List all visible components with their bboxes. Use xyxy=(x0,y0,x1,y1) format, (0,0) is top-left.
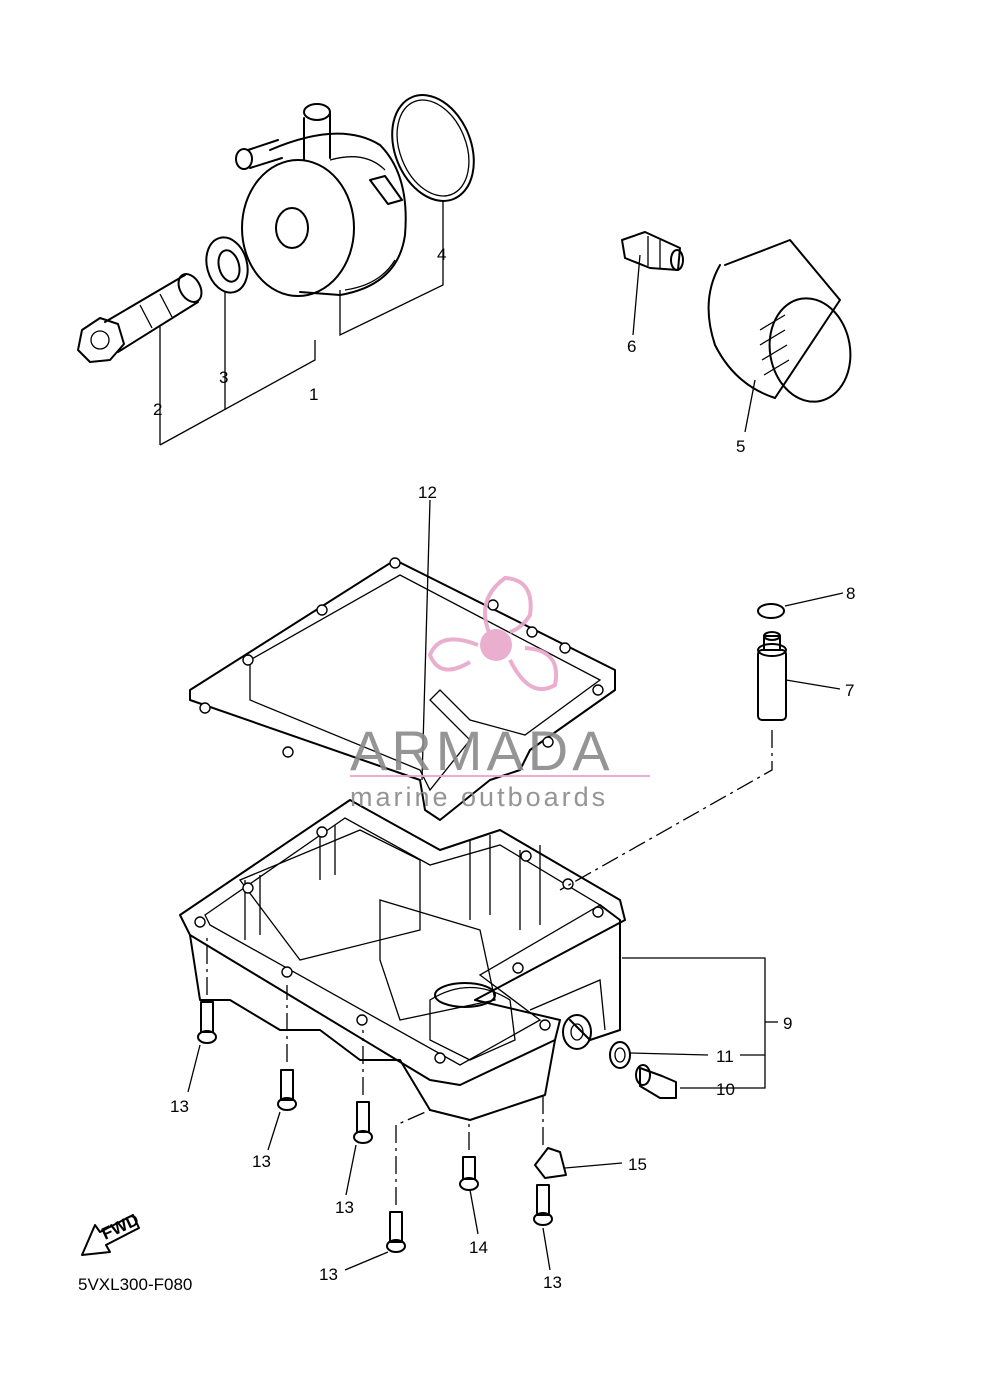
callout-8: 8 xyxy=(846,584,855,603)
bolt-13d xyxy=(386,1211,406,1253)
drain-bolt xyxy=(609,1041,677,1099)
oil-pan xyxy=(179,799,626,1121)
union-bolt xyxy=(77,273,203,363)
washer xyxy=(205,236,249,294)
fwd-arrow-icon: FWD xyxy=(81,1210,142,1256)
callout-13c: 13 xyxy=(335,1198,354,1217)
watermark: ARMADA marine outboards xyxy=(350,575,650,812)
callout-11: 11 xyxy=(716,1047,734,1066)
callout-12: 12 xyxy=(418,483,437,502)
watermark-tagline: marine outboards xyxy=(350,782,608,812)
callout-5: 5 xyxy=(736,437,745,456)
watermark-brand: ARMADA xyxy=(350,719,614,782)
callout-15: 15 xyxy=(628,1155,647,1174)
callout-13b: 13 xyxy=(252,1152,271,1171)
callout-14: 14 xyxy=(469,1238,488,1257)
bolt-13b xyxy=(277,1069,297,1111)
o-ring xyxy=(391,94,475,202)
callout-13a: 13 xyxy=(170,1097,189,1116)
clamp xyxy=(534,1147,567,1179)
bolt-14 xyxy=(459,1156,479,1191)
callout-4: 4 xyxy=(437,245,446,264)
diagram-code: 5VXL300-F080 xyxy=(78,1275,192,1294)
bolt-13a xyxy=(197,1001,217,1044)
bolt-13e xyxy=(533,1184,553,1226)
callout-9: 9 xyxy=(783,1014,792,1033)
callout-10: 10 xyxy=(716,1080,735,1099)
pipe-fitting xyxy=(621,231,684,271)
oil-filter xyxy=(707,239,852,403)
propeller-icon xyxy=(427,575,559,691)
callout-2: 2 xyxy=(153,400,162,419)
leaders-top-left xyxy=(159,200,444,446)
strainer xyxy=(757,631,787,721)
strainer-o-ring xyxy=(757,603,785,619)
callout-6: 6 xyxy=(627,337,636,356)
callout-1: 1 xyxy=(309,385,318,404)
callout-3: 3 xyxy=(219,368,228,387)
callout-7: 7 xyxy=(845,681,854,700)
oil-cooler xyxy=(235,103,407,297)
callout-13d: 13 xyxy=(319,1265,338,1284)
bolt-13c xyxy=(353,1101,373,1144)
callout-13e: 13 xyxy=(543,1273,562,1292)
